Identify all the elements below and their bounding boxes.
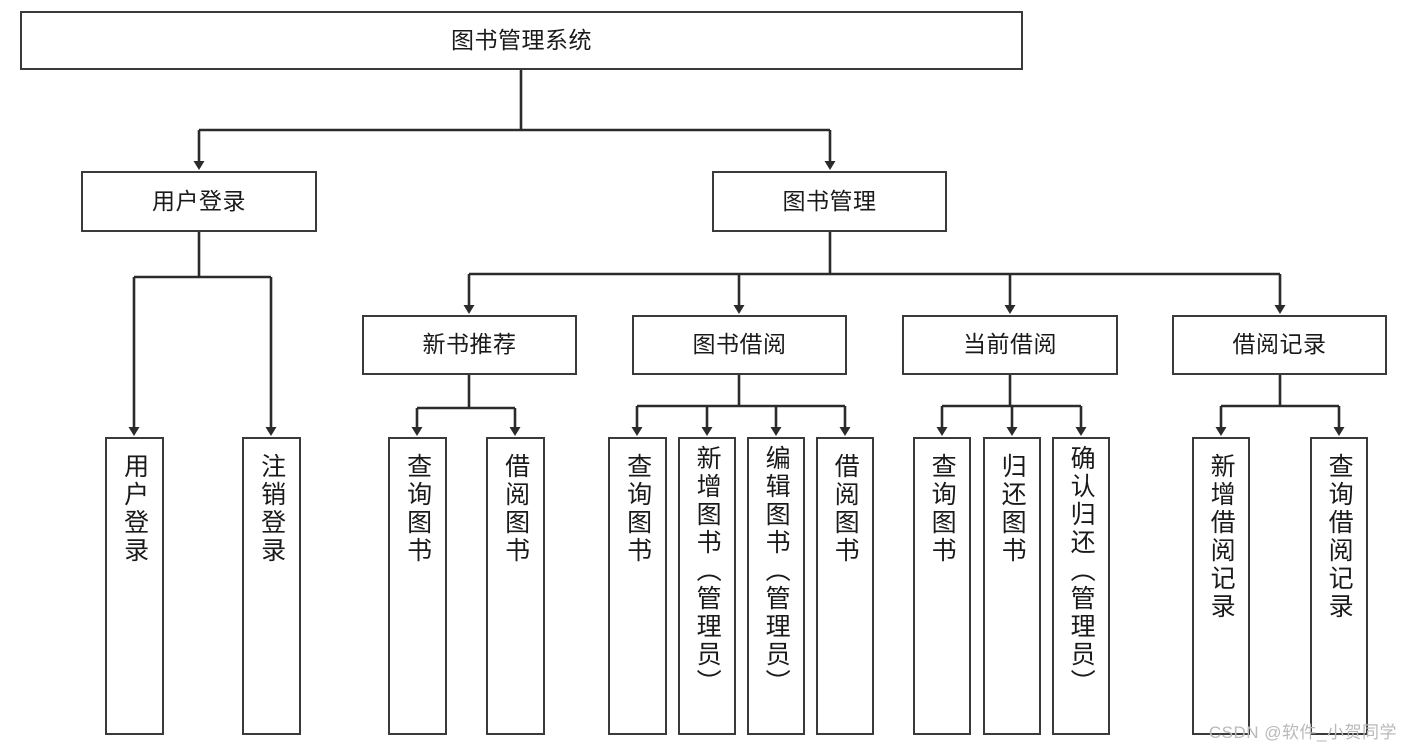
node-leaf-query-book-1-label: 查询图书	[403, 453, 432, 565]
node-leaf-query-book-1[interactable]: 查询图书	[388, 437, 447, 735]
node-leaf-query-book-2-label: 查询图书	[623, 453, 652, 565]
node-root-label: 图书管理系统	[451, 26, 592, 53]
node-user-login[interactable]: 用户登录	[81, 171, 317, 232]
node-leaf-query-record[interactable]: 查询借阅记录	[1310, 437, 1368, 735]
node-leaf-edit-book-label: 编辑图书（管理员）	[762, 445, 791, 697]
node-current-borrow-label: 当前借阅	[963, 331, 1057, 358]
node-leaf-borrow-book-1[interactable]: 借阅图书	[486, 437, 545, 735]
node-leaf-borrow-book-1-label: 借阅图书	[501, 453, 530, 565]
node-leaf-add-record[interactable]: 新增借阅记录	[1192, 437, 1250, 735]
node-leaf-add-book-label: 新增图书（管理员）	[693, 445, 722, 697]
node-leaf-add-book[interactable]: 新增图书（管理员）	[678, 437, 736, 735]
node-leaf-confirm-return[interactable]: 确认归还（管理员）	[1052, 437, 1110, 735]
node-leaf-user-login[interactable]: 用户登录	[105, 437, 164, 735]
node-leaf-query-book-3[interactable]: 查询图书	[913, 437, 971, 735]
node-leaf-return-book[interactable]: 归还图书	[983, 437, 1041, 735]
node-borrow-record-label: 借阅记录	[1232, 331, 1327, 358]
node-current-borrow[interactable]: 当前借阅	[902, 315, 1118, 375]
node-leaf-return-book-label: 归还图书	[998, 453, 1027, 565]
node-leaf-confirm-return-label: 确认归还（管理员）	[1067, 445, 1096, 697]
node-user-login-label: 用户登录	[152, 187, 246, 214]
node-leaf-query-book-3-label: 查询图书	[928, 453, 957, 565]
node-book-borrow[interactable]: 图书借阅	[632, 315, 847, 375]
node-book-borrow-label: 图书借阅	[692, 331, 787, 358]
node-leaf-edit-book[interactable]: 编辑图书（管理员）	[747, 437, 805, 735]
node-book-manage-label: 图书管理	[782, 187, 877, 214]
node-borrow-record[interactable]: 借阅记录	[1172, 315, 1387, 375]
node-leaf-add-record-label: 新增借阅记录	[1207, 453, 1236, 621]
node-new-book-rec-label: 新书推荐	[422, 331, 517, 358]
node-leaf-user-login-label: 用户登录	[120, 453, 149, 565]
node-leaf-logout-label: 注销登录	[257, 453, 286, 565]
node-book-manage[interactable]: 图书管理	[712, 171, 947, 232]
node-new-book-rec[interactable]: 新书推荐	[362, 315, 577, 375]
node-leaf-borrow-book-2[interactable]: 借阅图书	[816, 437, 874, 735]
node-leaf-borrow-book-2-label: 借阅图书	[831, 453, 860, 565]
node-leaf-query-book-2[interactable]: 查询图书	[608, 437, 667, 735]
node-leaf-logout[interactable]: 注销登录	[242, 437, 301, 735]
node-root[interactable]: 图书管理系统	[20, 11, 1023, 70]
watermark: CSDN @软件_小贺同学	[1208, 723, 1397, 742]
node-leaf-query-record-label: 查询借阅记录	[1325, 453, 1354, 621]
